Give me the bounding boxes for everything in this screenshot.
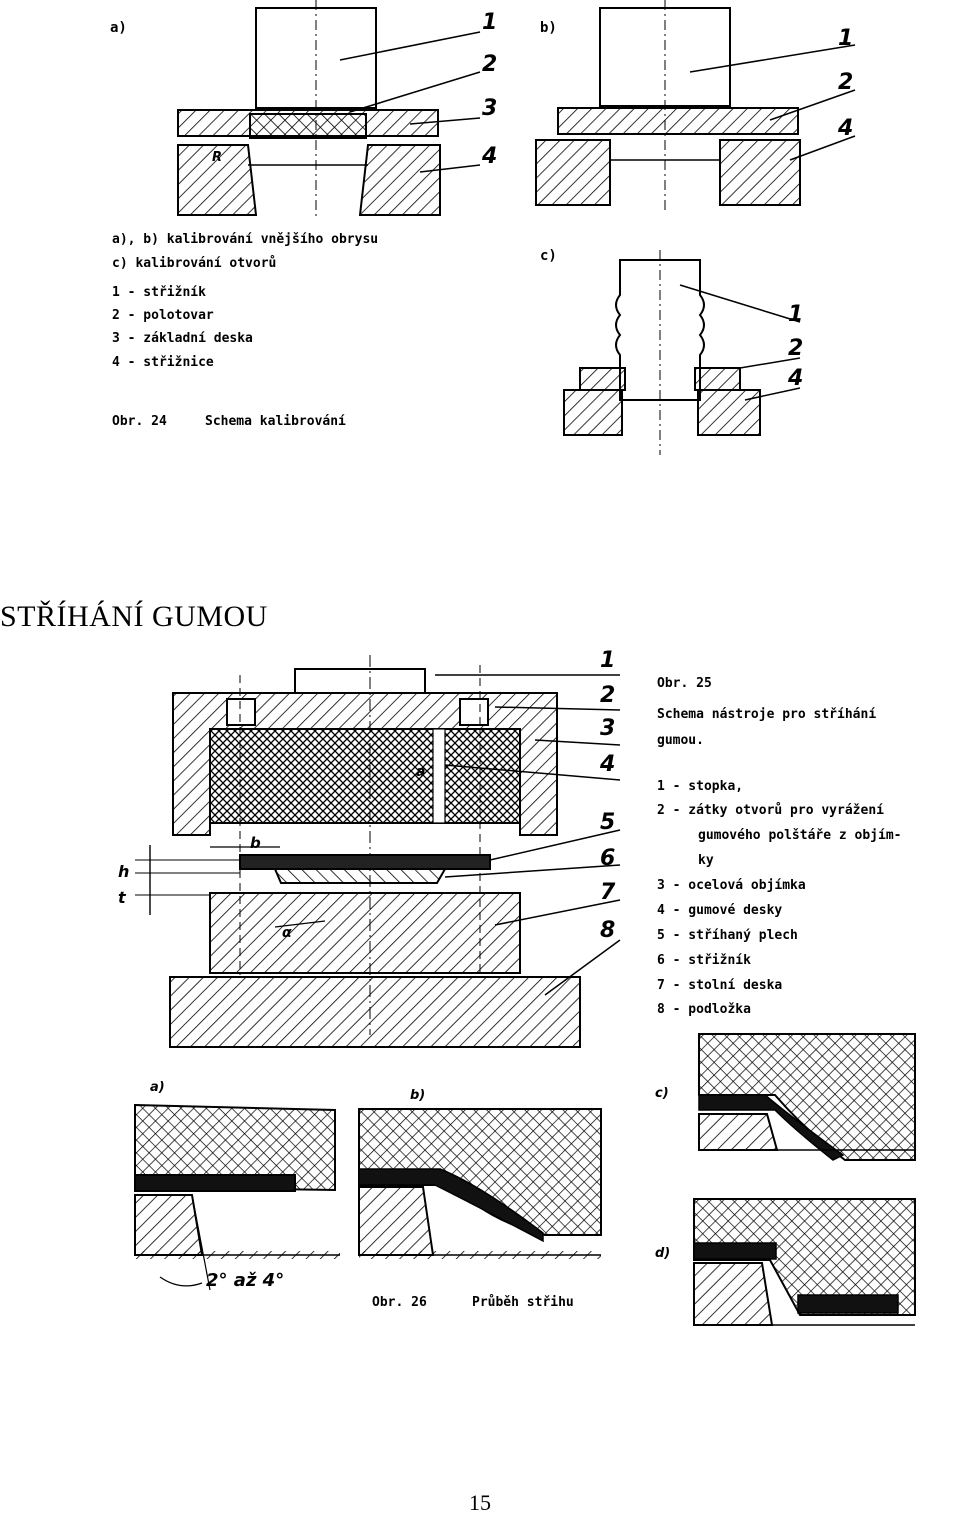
figure-24a-number-2: 2 [482,52,498,77]
figure-24a-radius-label: R [212,150,223,165]
figure-25-dim-a: a [416,764,426,780]
figure-25-number-6: 6 [600,846,616,871]
figure-25-legend-line: 6 - střižník [657,953,751,968]
figure-25-legend-line: 8 - podložka [657,1002,751,1017]
figure-25-legend-line: ky [698,853,714,868]
figure-25-dim-t: t [118,888,126,907]
figure-24c-number-2: 2 [788,336,804,361]
figure-25-caption-line: gumou. [657,733,704,748]
figure-25-number-8: 8 [600,918,616,943]
figure-25-dim-b: b [250,834,261,852]
figure-24a-number-1: 1 [482,10,498,35]
page-number: 15 [469,1490,491,1515]
figure-25-drawing [135,655,621,1048]
figure-26a-drawing [134,1103,340,1291]
figure-26-caption-number: Obr. 26 [372,1295,427,1310]
section-heading: STŘÍHÁNÍ GUMOU [0,600,268,633]
figure-25-legend-line: 5 - stříhaný plech [657,928,798,943]
figure-24-caption-text: Schema kalibrování [205,414,346,429]
figure-26b-label: b) [410,1088,426,1103]
figure-26d-drawing [693,1198,916,1326]
figure-26c-label: c) [655,1086,669,1101]
figure-24b-label: b) [540,20,557,36]
figure-24c-label: c) [540,248,557,264]
figure-24-legend-line: 2 - polotovar [112,308,214,323]
figure-26d-label: d) [655,1246,671,1261]
figure-24a-number-3: 3 [482,96,498,121]
figure-25-number-2: 2 [600,683,616,708]
figure-24b-number-4: 4 [838,116,854,141]
figure-25-legend-line: gumového polštáře z objím- [698,828,902,843]
figure-24c-number-4: 4 [788,366,804,391]
figure-24a-label: a) [110,20,127,36]
figure-25-dim-alpha: α [282,925,292,941]
figure-25-legend-line: 7 - stolní deska [657,978,783,993]
figure-26-caption-text: Průběh střihu [472,1295,574,1310]
figure-24-legend-line: 4 - střižnice [112,355,214,370]
figure-26a-label: a) [150,1080,165,1095]
figure-25-number-5: 5 [600,810,616,835]
figure-25-legend-line: 3 - ocelová objímka [657,878,806,893]
figure-24-caption-number: Obr. 24 [112,414,167,429]
figure-24a-drawing [177,0,481,220]
figure-26b-drawing [358,1108,602,1259]
figure-25-legend-line: 4 - gumové desky [657,903,783,918]
figure-24a-number-4: 4 [482,144,498,169]
figure-24-legend-line: 1 - střižník [112,285,206,300]
figure-25-caption-line: Obr. 25 [657,676,712,691]
figure-24-legend-line: a), b) kalibrování vnějšího obrysu [112,232,379,247]
figure-25-dim-h: h [118,862,130,881]
figure-26c-drawing [698,1033,916,1161]
figure-24-legend-line: 3 - základní deska [112,331,253,346]
figure-25-number-3: 3 [600,716,616,741]
figure-24b-number-2: 2 [838,70,854,95]
figure-25-legend-line: 2 - zátky otvorů pro vyrážení [657,803,884,818]
figure-25-legend-line: 1 - stopka, [657,779,744,794]
figure-24c-drawing [563,250,801,455]
figure-24b-drawing [535,0,856,210]
figure-25-number-1: 1 [600,648,616,673]
figure-26-angle-label: 2° až 4° [206,1270,285,1291]
figure-25-number-7: 7 [600,880,616,905]
figure-24c-number-1: 1 [788,302,804,327]
figure-25-number-4: 4 [600,752,616,777]
figure-24b-number-1: 1 [838,26,854,51]
figure-24-legend-line: c) kalibrování otvorů [112,256,277,271]
figure-25-caption-line: Schema nástroje pro stříhání [657,707,877,722]
